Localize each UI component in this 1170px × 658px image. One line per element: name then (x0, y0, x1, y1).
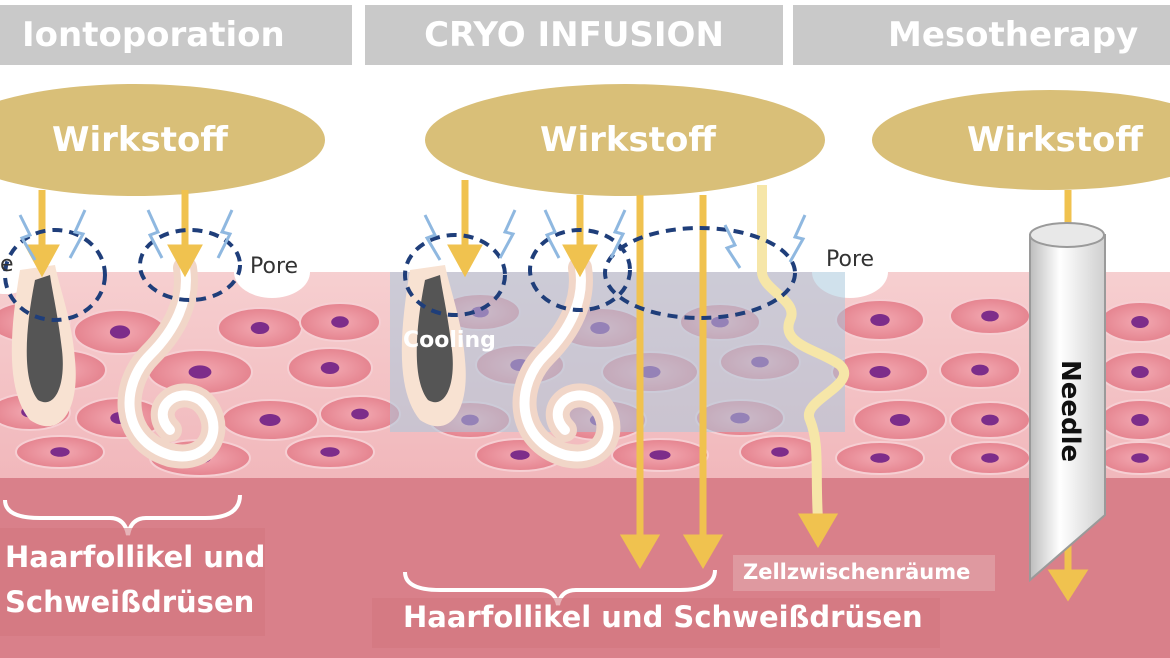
intercellular-channel (757, 185, 849, 521)
pore-label-middle: Pore (826, 247, 875, 272)
header-cryo-infusion: CRYO INFUSION (365, 5, 783, 65)
header-cryo-label: CRYO INFUSION (424, 15, 724, 55)
sweat-gland-middle (512, 256, 621, 469)
cell-nucleus (259, 414, 281, 426)
cell-nucleus (1131, 414, 1149, 426)
caption-left-line1: Haarfollikel und (5, 540, 266, 574)
caption-bg-left (0, 528, 265, 636)
cell-nucleus (331, 316, 349, 328)
cooling-zone (390, 272, 845, 432)
cell-nucleus (869, 366, 891, 378)
wirkstoff-ellipse-middle (425, 84, 825, 196)
cell-nucleus (351, 408, 369, 420)
needle-icon (1029, 222, 1106, 583)
header-mesotherapy: Mesotherapy (793, 5, 1170, 65)
cooling-label: Cooling (403, 328, 496, 353)
wirkstoff-label-middle: Wirkstoff (540, 120, 716, 160)
cell-nucleus (771, 447, 789, 457)
header-iontoporation: Iontoporation (0, 5, 352, 65)
pore-label-left: Pore (250, 254, 299, 279)
cell-nucleus (981, 310, 999, 322)
cell-nucleus (1131, 366, 1149, 378)
cell-nucleus (1131, 316, 1149, 328)
header-iontoporation-label: Iontoporation (22, 15, 285, 55)
cell-nucleus (649, 450, 671, 460)
spark-icons (18, 209, 807, 269)
caption-left-line2: Schweißdrüsen (5, 585, 255, 619)
cell-nucleus (50, 447, 70, 457)
caption-bg-zellzwischen (733, 555, 995, 591)
hair-follicle-left (11, 265, 76, 427)
cell-nucleus (870, 314, 890, 326)
cell-nucleus (510, 450, 530, 460)
cell-nucleus (250, 322, 270, 334)
pore-label-left-cut: e (0, 252, 14, 277)
caption-bg-middle (372, 598, 940, 648)
wirkstoff-ellipse-right (872, 90, 1170, 190)
needle-label: Needle (1055, 360, 1085, 463)
cell-nucleus (188, 365, 212, 379)
wirkstoff-ellipse-left (0, 84, 325, 196)
pore-left (234, 246, 310, 298)
arrows (24, 180, 1089, 602)
header-meso-label: Mesotherapy (888, 15, 1139, 55)
wirkstoff-label-left: Wirkstoff (52, 120, 228, 160)
dashed-zones (3, 226, 797, 322)
cell-nucleus (981, 453, 999, 463)
wirkstoff-label-right: Wirkstoff (967, 120, 1143, 160)
caption-middle: Haarfollikel und Schweißdrüsen (403, 600, 923, 634)
cell-nucleus (889, 414, 911, 426)
caption-zellzwischenraeume: Zellzwischenräume (743, 560, 971, 584)
cell-nucleus (1131, 453, 1149, 463)
sweat-gland-left (117, 256, 226, 469)
cell-nucleus (109, 325, 131, 339)
cell-nucleus (971, 364, 989, 376)
cell-nucleus (981, 414, 999, 426)
cell-nucleus (320, 362, 340, 374)
cell-nucleus (870, 453, 890, 463)
cell-nucleus (320, 447, 340, 457)
hair-follicle-middle (401, 265, 466, 427)
